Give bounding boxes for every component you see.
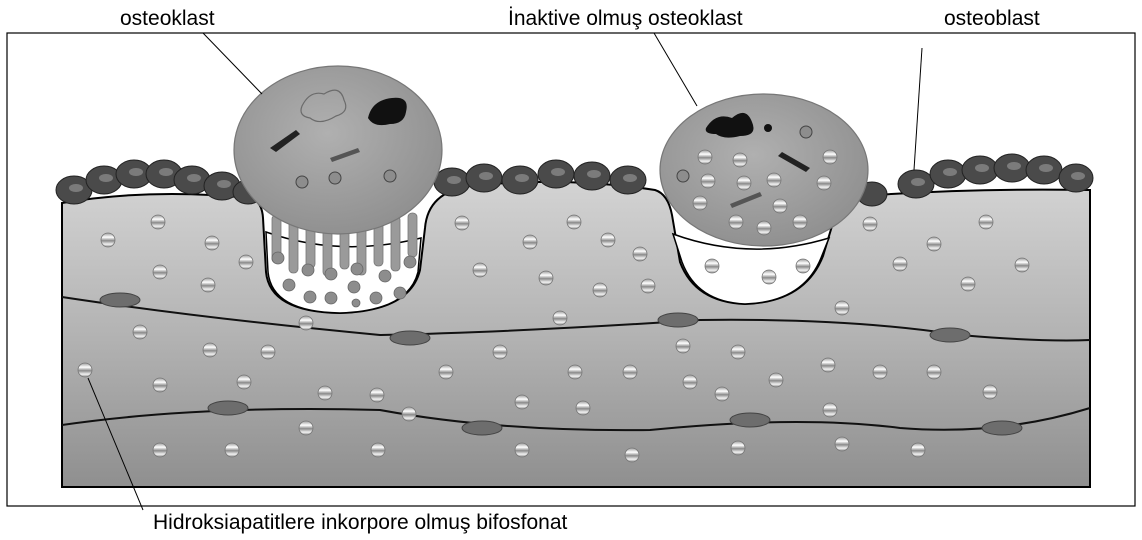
bone-remodeling-diagram [0,0,1142,540]
